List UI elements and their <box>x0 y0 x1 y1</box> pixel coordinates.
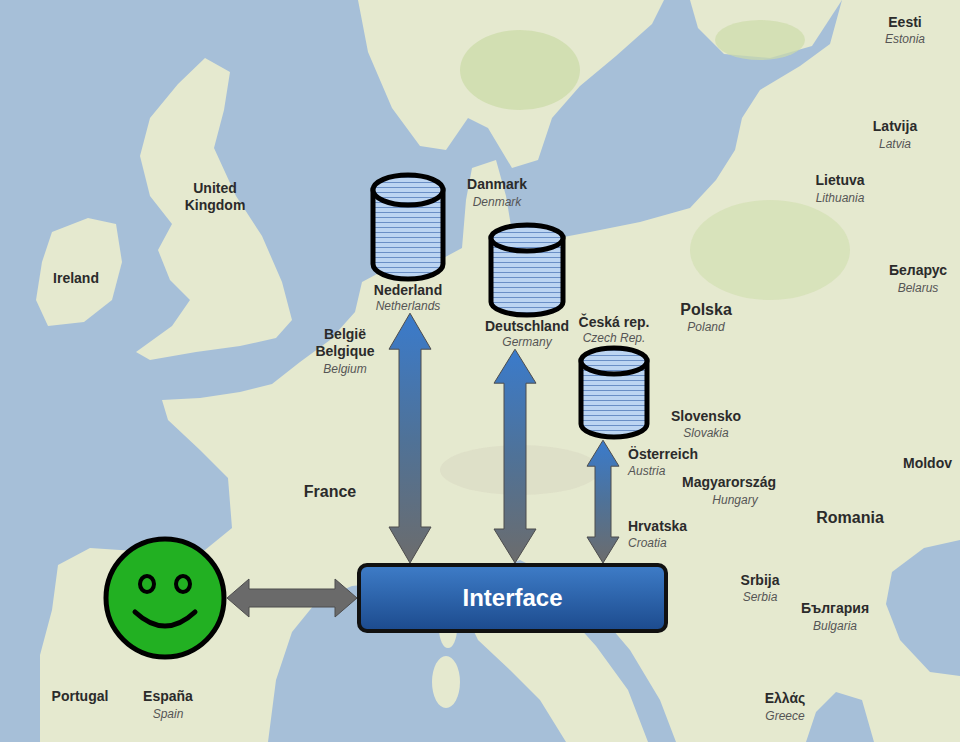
node-subtitle: Netherlands <box>376 299 441 313</box>
interface-box: Interface <box>357 563 668 633</box>
database-link-arrow <box>494 349 536 563</box>
country-label: Greece <box>765 709 804 723</box>
country-label: France <box>304 482 356 501</box>
database-node: Česká rep.Czech Rep. <box>578 314 650 440</box>
database-node: DeutschlandGermany <box>485 222 569 349</box>
node-subtitle: Germany <box>502 335 551 349</box>
country-label: Österreich <box>628 446 698 463</box>
smiley-face <box>103 536 227 660</box>
node-title: Česká rep. <box>579 314 650 331</box>
user-link-arrow <box>227 579 357 617</box>
country-label: Srbija <box>741 572 780 589</box>
cylinder-top <box>491 225 563 251</box>
node-title: Nederland <box>374 282 442 299</box>
forest-area <box>690 200 850 300</box>
country-label: Romania <box>816 508 884 527</box>
country-label: Slovensko <box>671 408 741 425</box>
forest-area <box>715 20 805 60</box>
cylinder-top <box>373 175 443 205</box>
country-label: Magyarország <box>682 474 776 491</box>
cylinder-top <box>581 348 647 374</box>
face-eye <box>140 576 154 592</box>
country-label: United Kingdom <box>173 180 257 214</box>
aegean-sea <box>806 692 874 742</box>
black-sea <box>886 540 960 676</box>
country-label: Serbia <box>743 590 778 604</box>
country-label: Moldov <box>903 455 952 472</box>
country-label: Belarus <box>898 281 939 295</box>
country-label: Hrvatska <box>628 518 687 535</box>
database-cylinder <box>578 345 650 440</box>
country-label: Danmark <box>467 176 527 193</box>
country-label: Latvija <box>873 118 917 135</box>
database-link-arrow <box>389 313 431 563</box>
ireland-land <box>36 218 122 326</box>
node-title: Deutschland <box>485 318 569 335</box>
country-label: Poland <box>687 320 724 334</box>
country-label: Estonia <box>885 32 925 46</box>
node-subtitle: Czech Rep. <box>583 331 646 345</box>
database-cylinder <box>488 222 566 318</box>
country-label: Spain <box>153 707 184 721</box>
country-label: Беларус <box>889 262 947 279</box>
country-label: Croatia <box>628 536 667 550</box>
britain-land <box>136 58 292 360</box>
face-eye <box>176 576 190 592</box>
user-node <box>103 536 227 660</box>
country-label: België Belgique <box>309 326 381 360</box>
country-label: Ελλάς <box>765 690 806 707</box>
face-mouth <box>135 612 195 626</box>
country-label: Portugal <box>52 688 109 705</box>
country-label: Austria <box>628 464 665 478</box>
country-label: Hungary <box>712 493 757 507</box>
country-label: España <box>143 688 193 705</box>
database-link-arrow <box>587 440 619 563</box>
country-label: Slovakia <box>683 426 728 440</box>
scandinavia-land <box>358 0 664 168</box>
country-label: Latvia <box>879 137 911 151</box>
country-label: България <box>801 600 869 617</box>
country-label: Ireland <box>53 270 99 287</box>
country-label: Lithuania <box>816 191 865 205</box>
forest-area <box>460 30 580 110</box>
database-cylinder <box>370 172 446 282</box>
node-title: Interface <box>462 584 562 613</box>
country-label: Bulgaria <box>813 619 857 633</box>
country-label: Eesti <box>888 14 921 31</box>
continent-land <box>40 0 960 742</box>
country-label: Lietuva <box>815 172 864 189</box>
sardinia-land <box>432 656 460 708</box>
database-node: NederlandNetherlands <box>370 172 446 313</box>
face-circle <box>106 539 224 657</box>
country-label: Denmark <box>473 195 522 209</box>
country-label: Belgium <box>323 362 366 376</box>
country-label: Polska <box>680 300 732 319</box>
